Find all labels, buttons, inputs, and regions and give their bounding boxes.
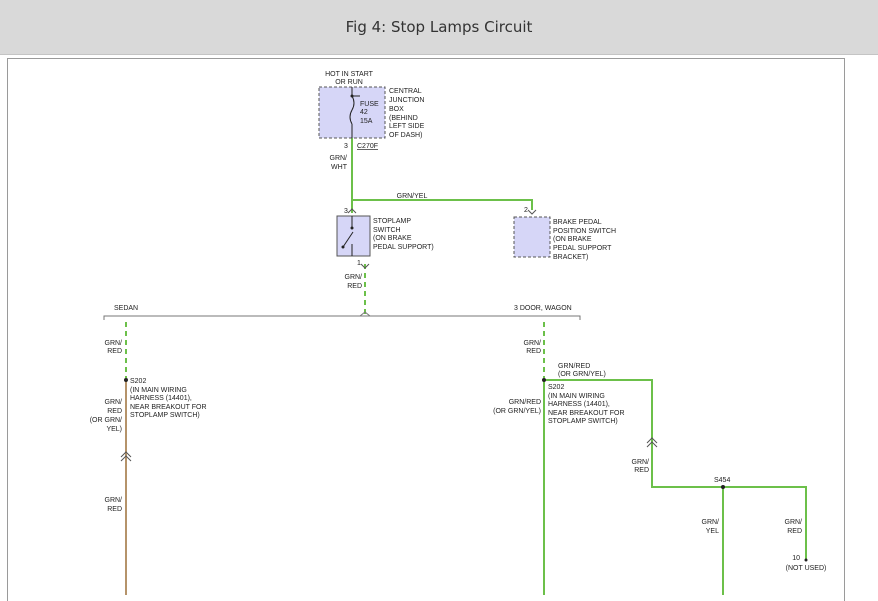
wagon-wire-right-2: (OR GRN/YEL)	[558, 371, 606, 378]
figure-title: Fig 4: Stop Lamps Circuit	[345, 18, 533, 36]
junction-box-desc-2: JUNCTION	[389, 97, 424, 104]
wagon-wire4-2: YEL	[706, 528, 719, 535]
splice-s454-name: S454	[714, 477, 730, 484]
switch-pin-1: 1	[357, 260, 361, 267]
wagon-wire3-2: RED	[634, 467, 649, 474]
pin-10-dot	[804, 558, 808, 562]
switch-icon	[342, 216, 354, 256]
sedan-wire2-2: RED	[107, 408, 122, 415]
sedan-wire2-3: (OR GRN/	[90, 417, 122, 424]
sedan-wire2-4: YEL)	[106, 426, 122, 433]
stoplamp-desc-1: STOPLAMP	[373, 218, 411, 225]
brake-pedal-position-switch	[513, 216, 551, 258]
junction-box-desc-6: OF DASH)	[389, 132, 422, 139]
wagon-wire4-1: GRN/	[702, 519, 720, 526]
stoplamp-desc-2: SWITCH	[373, 227, 401, 234]
brake-switch-desc-4: PEDAL SUPPORT	[553, 245, 612, 252]
wire-label-switch-out-2: RED	[347, 283, 362, 290]
wagon-wire5-2: RED	[787, 528, 802, 535]
fuse-pin: 3	[344, 143, 348, 150]
stoplamp-switch	[336, 215, 371, 257]
wagon-splice-desc-3: NEAR BREAKOUT FOR	[548, 410, 625, 417]
stoplamp-desc-3: (ON BRAKE	[373, 235, 412, 242]
fuse-name: FUSE	[360, 101, 379, 108]
wire-label-grn-wht-2: WHT	[331, 164, 348, 171]
junction-box-desc-4: (BEHIND	[389, 115, 418, 122]
wagon-wire1-2: RED	[526, 348, 541, 355]
wire-wagon-right	[544, 379, 807, 560]
sedan-wire3-2: RED	[107, 506, 122, 513]
title-bar: Fig 4: Stop Lamps Circuit	[0, 0, 878, 55]
splice-s202-sedan-dot	[124, 378, 128, 382]
sedan-wire2-1: GRN/	[105, 399, 123, 406]
sedan-splice-name: S202	[130, 378, 146, 385]
connector-c270f: C270F	[357, 143, 378, 150]
sedan-splice-desc-2: HARNESS (14401),	[130, 395, 192, 402]
wagon-splice-desc-2: HARNESS (14401),	[548, 401, 610, 408]
fuse-rating: 15A	[360, 118, 373, 125]
switch-pin-3: 3	[344, 208, 348, 215]
brake-switch-desc-5: BRACKET)	[553, 254, 588, 261]
wagon-splice-desc-4: STOPLAMP SWITCH)	[548, 418, 618, 425]
junction-box-desc-5: LEFT SIDE	[389, 123, 425, 130]
inline-connectors	[120, 208, 658, 462]
sedan-splice-desc-4: STOPLAMP SWITCH)	[130, 412, 200, 419]
junction-box-desc-3: BOX	[389, 106, 404, 113]
wire-grn-yel-cross	[351, 199, 533, 210]
sedan-wire3-1: GRN/	[105, 497, 123, 504]
sedan-splice-desc-1: (IN MAIN WIRING	[130, 387, 187, 394]
branch-wagon: 3 DOOR, WAGON	[514, 305, 572, 312]
junction-box-desc-1: CENTRAL	[389, 88, 422, 95]
wagon-wire1-1: GRN/	[524, 340, 542, 347]
splice-dots	[124, 378, 808, 562]
labels: HOT IN START OR RUN FUSE 42 15A CENTRAL …	[90, 71, 827, 572]
central-junction-box	[318, 86, 386, 139]
wire-label-switch-out-1: GRN/	[345, 274, 363, 281]
wagon-wire3-1: GRN/	[632, 459, 650, 466]
pin-10: 10	[792, 555, 800, 562]
brake-switch-desc-3: (ON BRAKE	[553, 236, 592, 243]
brake-switch-pin-2: 2	[524, 207, 528, 214]
wagon-splice-desc-1: (IN MAIN WIRING	[548, 393, 605, 400]
diagram-frame	[7, 58, 845, 601]
sedan-splice-desc-3: NEAR BREAKOUT FOR	[130, 404, 207, 411]
sedan-wire1-1: GRN/	[105, 340, 123, 347]
hot-line2: OR RUN	[335, 79, 363, 86]
wire-label-grn-yel: GRN/YEL	[397, 193, 428, 200]
wagon-splice-name: S202	[548, 384, 564, 391]
wire-label-grn-wht-1: GRN/	[330, 155, 348, 162]
wires	[125, 138, 807, 595]
wagon-wire-right-1: GRN/RED	[558, 363, 590, 370]
fuse-number: 42	[360, 109, 368, 116]
brake-switch-desc-1: BRAKE PEDAL	[553, 219, 602, 226]
branch-braces	[103, 311, 581, 320]
wagon-wire5-1: GRN/	[785, 519, 803, 526]
branch-sedan: SEDAN	[114, 305, 138, 312]
splice-s454-dot	[721, 485, 725, 489]
splice-s202-wagon-dot	[542, 378, 546, 382]
wagon-wire2-1: GRN/RED	[509, 399, 541, 406]
not-used-label: (NOT USED)	[786, 565, 827, 572]
hot-line1: HOT IN START	[325, 71, 374, 78]
wagon-wire2-2: (OR GRN/YEL)	[493, 408, 541, 415]
sedan-wire1-2: RED	[107, 348, 122, 355]
stoplamp-desc-4: PEDAL SUPPORT)	[373, 244, 434, 251]
brake-switch-desc-2: POSITION SWITCH	[553, 228, 616, 235]
